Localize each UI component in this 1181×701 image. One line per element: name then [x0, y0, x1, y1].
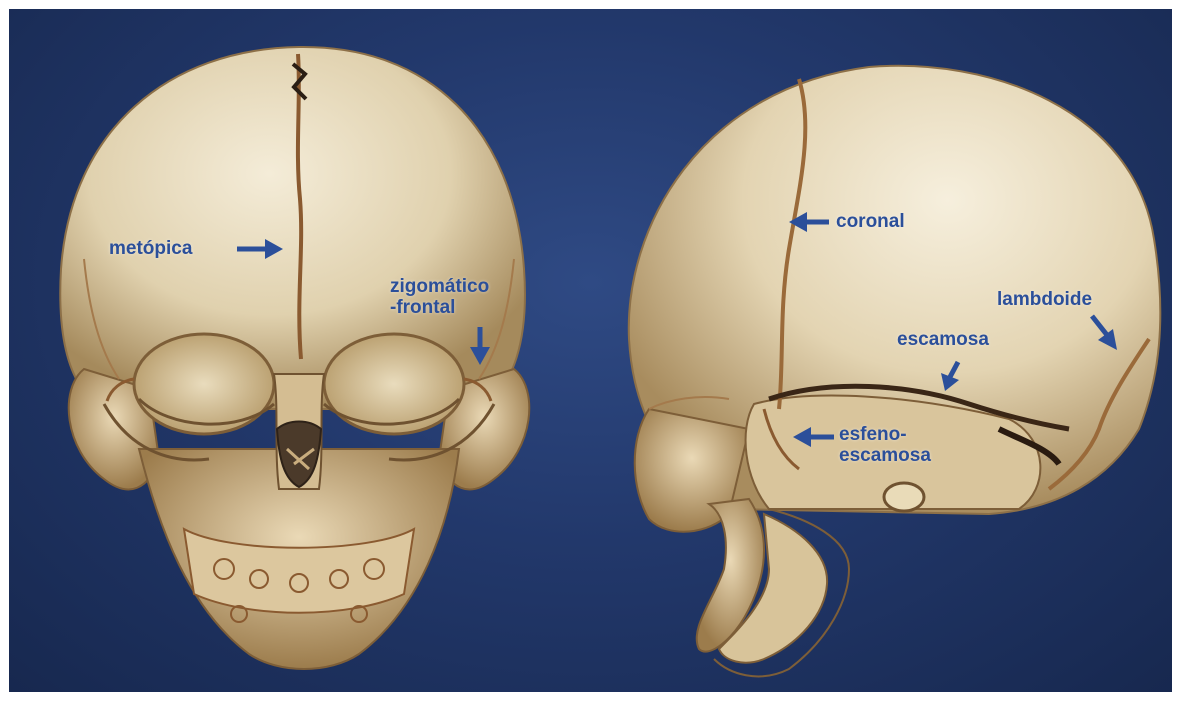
label-zigomatico-line2: -frontal — [390, 297, 489, 318]
skull-illustration — [9, 9, 1172, 692]
label-metopica: metópica — [109, 238, 192, 259]
label-esfeno-line1: esfeno- — [839, 424, 931, 445]
front-skull — [60, 47, 529, 669]
label-escamosa: escamosa — [897, 329, 989, 350]
label-esfeno-line2: escamosa — [839, 445, 931, 466]
side-skull — [629, 66, 1161, 677]
label-esfeno-escamosa: esfeno- escamosa — [839, 424, 931, 466]
image-frame: metópica zigomático -frontal coronal lam… — [9, 9, 1172, 692]
label-coronal: coronal — [836, 211, 905, 232]
label-lambdoide: lambdoide — [997, 289, 1092, 310]
label-zigomatico-line1: zigomático — [390, 276, 489, 297]
label-zigomatico-frontal: zigomático -frontal — [390, 276, 489, 318]
